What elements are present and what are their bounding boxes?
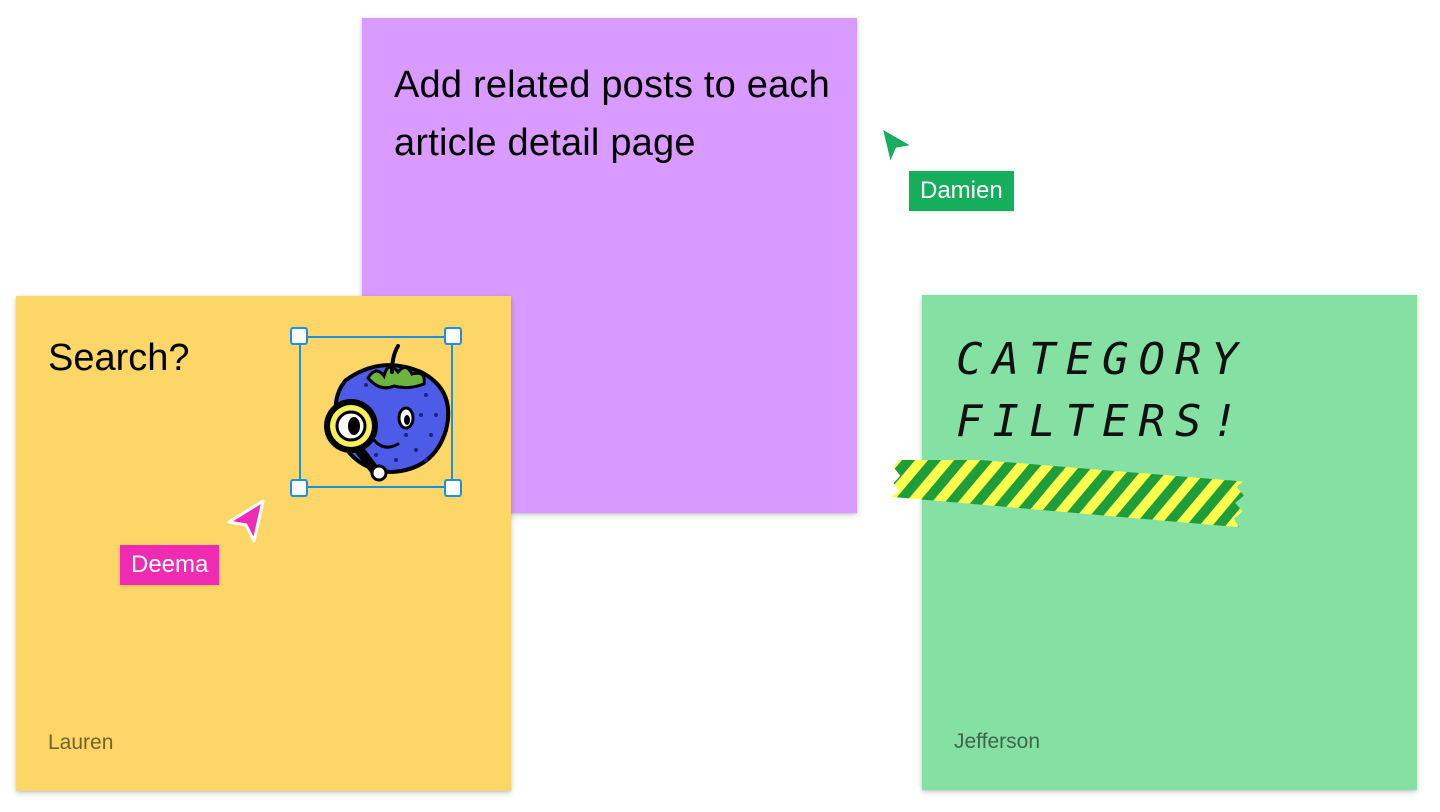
collaborator-cursor-label: Damien xyxy=(909,171,1014,211)
sticky-note-author: Jefferson xyxy=(954,730,1040,753)
washi-tape-icon[interactable] xyxy=(885,452,1245,541)
sticky-note-text: Add related posts to each article detail… xyxy=(394,64,830,164)
resize-handle-top-right[interactable] xyxy=(444,327,462,345)
sticky-note-author: Lauren xyxy=(48,731,114,754)
resize-handle-top-left[interactable] xyxy=(290,327,308,345)
sticky-note-text: Search? xyxy=(48,337,190,379)
cursor-arrow-icon xyxy=(879,125,916,167)
resize-handle-bottom-left[interactable] xyxy=(290,479,308,497)
resize-handle-bottom-right[interactable] xyxy=(444,479,462,497)
sticky-note-handwritten-text: CATEGORY FILTERS! xyxy=(956,334,1248,447)
collaborator-cursor-label: Deema xyxy=(120,545,220,585)
selection-box[interactable] xyxy=(290,327,462,497)
strawberry-magnifier-icon[interactable] xyxy=(306,340,454,489)
cursor-arrow-icon xyxy=(227,499,265,543)
sticky-note-green[interactable]: CATEGORY FILTERS! Jefferson xyxy=(922,295,1417,790)
sticky-note-yellow[interactable]: Search? xyxy=(16,296,511,791)
strawberry-sticker-graphic xyxy=(324,344,451,482)
washi-tape-graphic xyxy=(890,452,1244,528)
